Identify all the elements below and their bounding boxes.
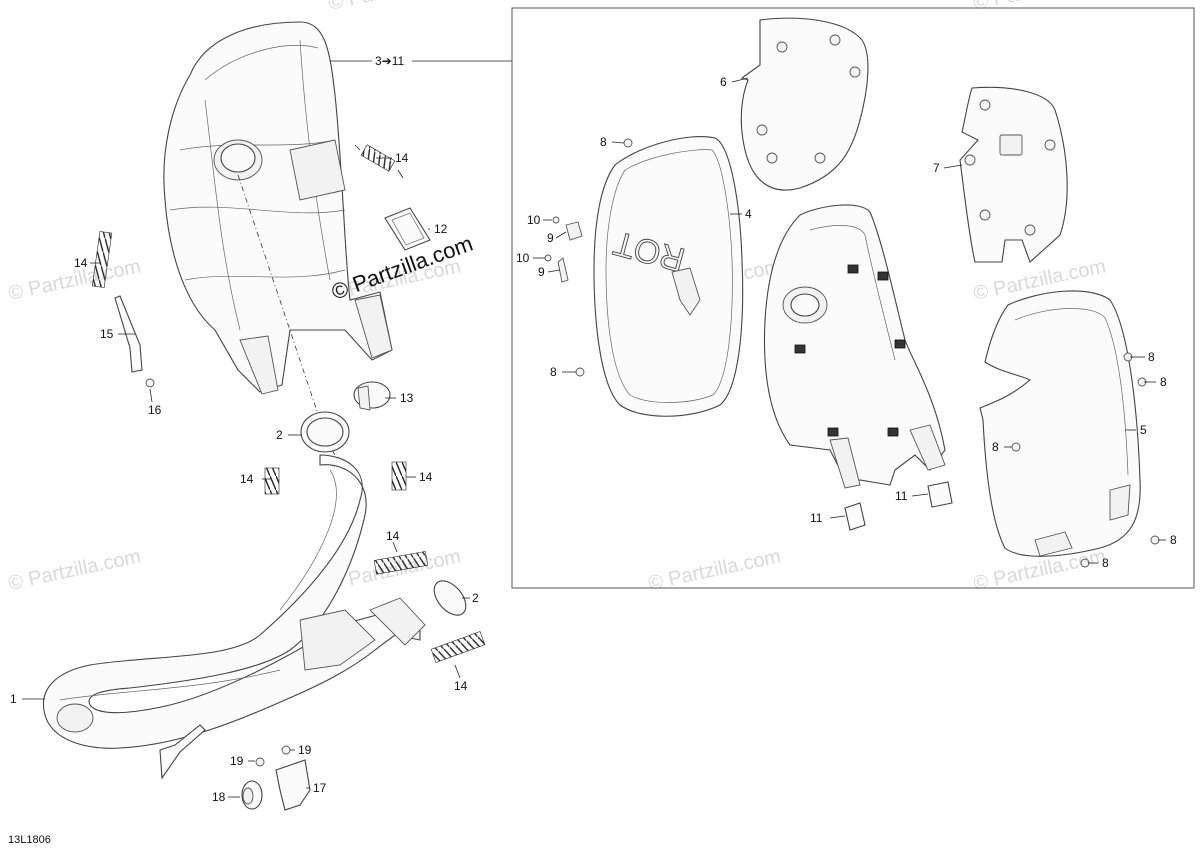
watermark: © Partzilla.com <box>6 545 142 595</box>
callout-19: 19 <box>230 754 244 768</box>
rubber-block-11-left[interactable] <box>844 502 866 531</box>
screw-8-cover-bottom[interactable] <box>575 367 585 377</box>
callout-10: 10 <box>516 251 530 265</box>
screw-16[interactable] <box>145 378 155 388</box>
clip-9-top[interactable] <box>565 221 583 241</box>
callout-12: 12 <box>434 222 448 236</box>
callout-1: 1 <box>10 692 17 706</box>
muffler-body[interactable] <box>763 204 946 489</box>
screw-8-shell-5[interactable] <box>1080 558 1090 568</box>
callout-18: 18 <box>212 790 226 804</box>
screw-10-bottom[interactable] <box>544 254 552 262</box>
screw-8-shell-3[interactable] <box>1011 442 1021 452</box>
leader-lines <box>22 60 1166 798</box>
gasket-plate-7[interactable] <box>959 86 1068 263</box>
outer-shell-5[interactable] <box>979 290 1141 557</box>
callout-6: 6 <box>720 75 727 89</box>
callout-8: 8 <box>992 440 999 454</box>
callout-5: 5 <box>1140 423 1147 437</box>
diagram-code: 13L1806 <box>8 834 51 846</box>
callout-14: 14 <box>395 151 409 165</box>
callout-14: 14 <box>419 470 433 484</box>
damper-12[interactable] <box>384 207 431 251</box>
spring-14-pipe-top[interactable] <box>373 551 429 575</box>
callout-8: 8 <box>600 135 607 149</box>
gasket-2-oblique[interactable] <box>428 575 472 621</box>
spring-14-pipe-bottom[interactable] <box>430 631 486 663</box>
callout-9: 9 <box>538 265 545 279</box>
callout-8: 8 <box>1102 556 1109 570</box>
watermark: © Partzilla.com <box>646 545 782 595</box>
callout-16: 16 <box>148 403 162 417</box>
watermark: © Partzilla.com <box>971 0 1107 15</box>
grommet-13[interactable] <box>353 381 391 411</box>
screw-19-left[interactable] <box>255 757 265 767</box>
clip-9-bottom[interactable] <box>557 257 569 283</box>
callout-14: 14 <box>386 529 400 543</box>
heat-shield-6[interactable] <box>740 17 869 191</box>
subassembly-frame <box>511 7 1195 589</box>
callout-8: 8 <box>1148 350 1155 364</box>
spring-14-left[interactable] <box>91 231 113 288</box>
callout-15: 15 <box>100 327 114 341</box>
callout-11: 11 <box>895 489 908 503</box>
muffler-cover-4[interactable]: ROT <box>593 135 744 417</box>
callout-10: 10 <box>527 213 541 227</box>
screw-8-shell-4[interactable] <box>1150 535 1160 545</box>
callout-13: 13 <box>400 391 414 405</box>
muffler-assembly[interactable] <box>163 21 393 395</box>
callout-7: 7 <box>933 161 940 175</box>
callout-8: 8 <box>1170 533 1177 547</box>
callout-11: 11 <box>810 511 823 525</box>
callout-8: 8 <box>1160 375 1167 389</box>
spring-14-mid-left[interactable] <box>264 467 280 495</box>
callout-17: 17 <box>313 781 327 795</box>
rubber-block-11-right[interactable] <box>927 481 953 508</box>
exhaust-pipe-1[interactable] <box>43 454 426 780</box>
spring-14-mid-right[interactable] <box>391 461 407 491</box>
callout-labels: 3➔11 1 2 2 14 14 14 14 14 14 15 16 12 13… <box>10 54 1177 804</box>
bracket-17[interactable] <box>275 759 311 811</box>
watermark-group: © Partzilla.com © Partzilla.com © Partzi… <box>6 0 1107 595</box>
screw-19-right[interactable] <box>281 745 291 755</box>
callout-3-11: 3➔11 <box>375 54 405 68</box>
callout-8: 8 <box>550 365 557 379</box>
callout-9: 9 <box>547 231 554 245</box>
callout-2: 2 <box>276 428 283 442</box>
callout-14: 14 <box>74 256 88 270</box>
callout-14: 14 <box>454 679 468 693</box>
callout-14: 14 <box>240 472 254 486</box>
callout-19: 19 <box>298 743 312 757</box>
gasket-2-ring[interactable] <box>300 411 350 453</box>
callout-2: 2 <box>472 591 479 605</box>
watermark: © Partzilla.com <box>326 0 462 15</box>
screw-8-cover-top[interactable] <box>623 138 633 148</box>
screw-10-top[interactable] <box>552 216 560 224</box>
callout-4: 4 <box>745 207 752 221</box>
bushing-18[interactable] <box>241 780 263 810</box>
